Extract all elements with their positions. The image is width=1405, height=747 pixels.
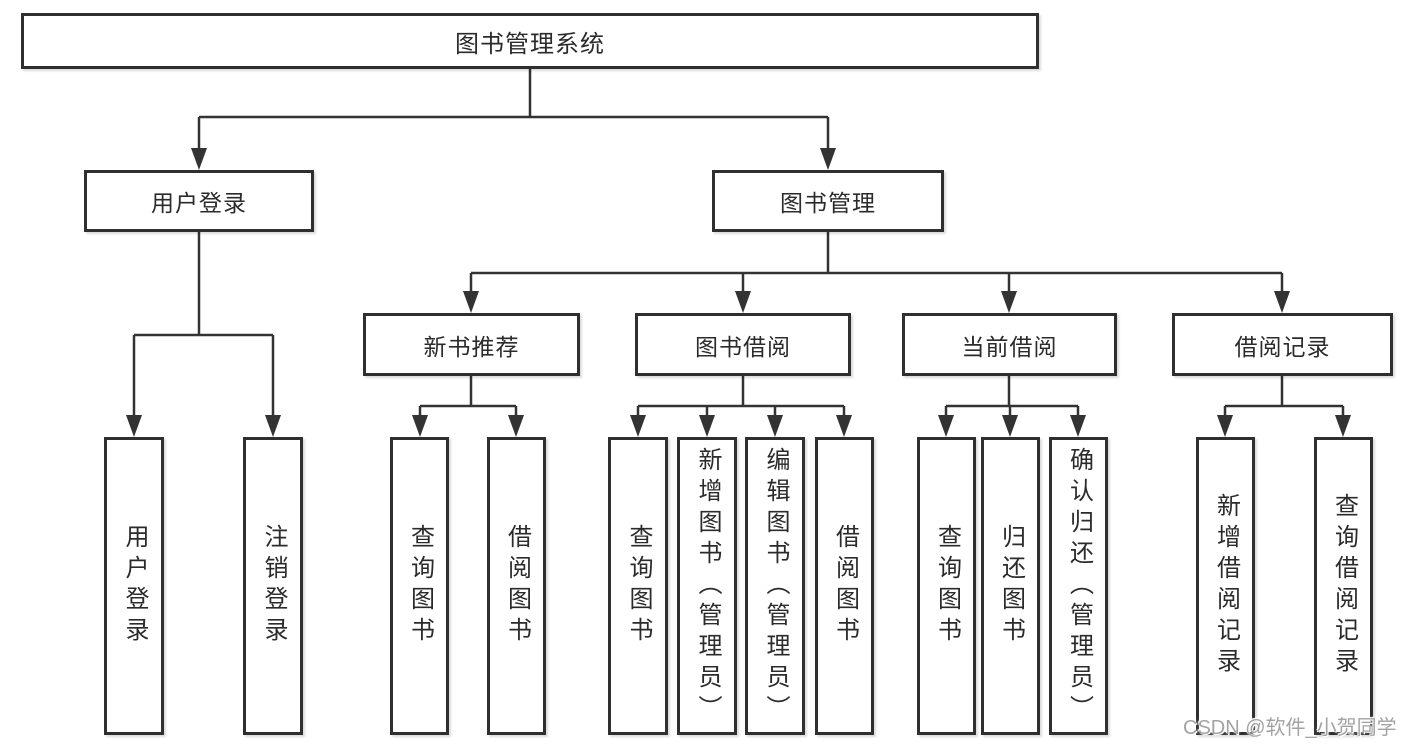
leaf-edit-book-admin: 编辑图书（管理员）	[745, 437, 805, 735]
leaf-user-login: 用户登录	[104, 437, 164, 735]
node-root: 图书管理系统	[21, 13, 1039, 69]
arrow-down-icon	[1001, 291, 1017, 313]
leaf-borrow-book-recommend: 借阅图书	[487, 437, 546, 735]
node-borrow-records: 借阅记录	[1172, 313, 1393, 376]
leaf-borrow-book: 借阅图书	[815, 437, 874, 735]
node-current-borrow: 当前借阅	[902, 313, 1117, 376]
leaf-return-book: 归还图书	[981, 437, 1040, 735]
watermark: CSDN @软件_小贺同学	[1183, 717, 1397, 739]
connector-root-to-level2	[191, 69, 836, 170]
arrow-down-icon	[836, 415, 852, 437]
connector-records-to-leaves	[1217, 376, 1351, 437]
arrow-down-icon	[126, 415, 142, 437]
leaf-query-books-recommend: 查询图书	[390, 437, 449, 735]
connector-borrow-to-leaves	[630, 376, 852, 437]
connector-bookmgmt-to-level3	[463, 232, 1290, 313]
arrow-down-icon	[508, 415, 524, 437]
leaf-logout: 注销登录	[243, 437, 303, 735]
arrow-down-icon	[938, 415, 954, 437]
arrow-down-icon	[820, 148, 836, 170]
leaf-query-borrow-record: 查询借阅记录	[1314, 437, 1373, 735]
arrow-down-icon	[265, 415, 281, 437]
node-book-borrow: 图书借阅	[635, 313, 851, 376]
connector-current-to-leaves	[938, 376, 1086, 437]
leaf-add-book-admin: 新增图书（管理员）	[677, 437, 737, 735]
arrow-down-icon	[699, 415, 715, 437]
arrow-down-icon	[1217, 415, 1233, 437]
arrow-down-icon	[1002, 415, 1018, 437]
arrow-down-icon	[630, 415, 646, 437]
arrow-down-icon	[735, 291, 751, 313]
node-user-login: 用户登录	[84, 170, 314, 232]
leaf-query-books-borrow: 查询图书	[608, 437, 668, 735]
arrow-down-icon	[1274, 291, 1290, 313]
leaf-confirm-return-admin: 确认归还（管理员）	[1049, 437, 1108, 735]
connector-userlogin-to-leaves	[126, 232, 281, 437]
arrow-down-icon	[1070, 415, 1086, 437]
arrow-down-icon	[463, 291, 479, 313]
node-book-management: 图书管理	[712, 170, 944, 232]
node-new-book-recommend: 新书推荐	[363, 313, 580, 376]
leaf-query-books-current: 查询图书	[917, 437, 976, 735]
connector-recommend-to-leaves	[412, 376, 524, 437]
leaf-add-borrow-record: 新增借阅记录	[1196, 437, 1255, 735]
arrow-down-icon	[767, 415, 783, 437]
arrow-down-icon	[412, 415, 428, 437]
arrow-down-icon	[191, 148, 207, 170]
arrow-down-icon	[1335, 415, 1351, 437]
